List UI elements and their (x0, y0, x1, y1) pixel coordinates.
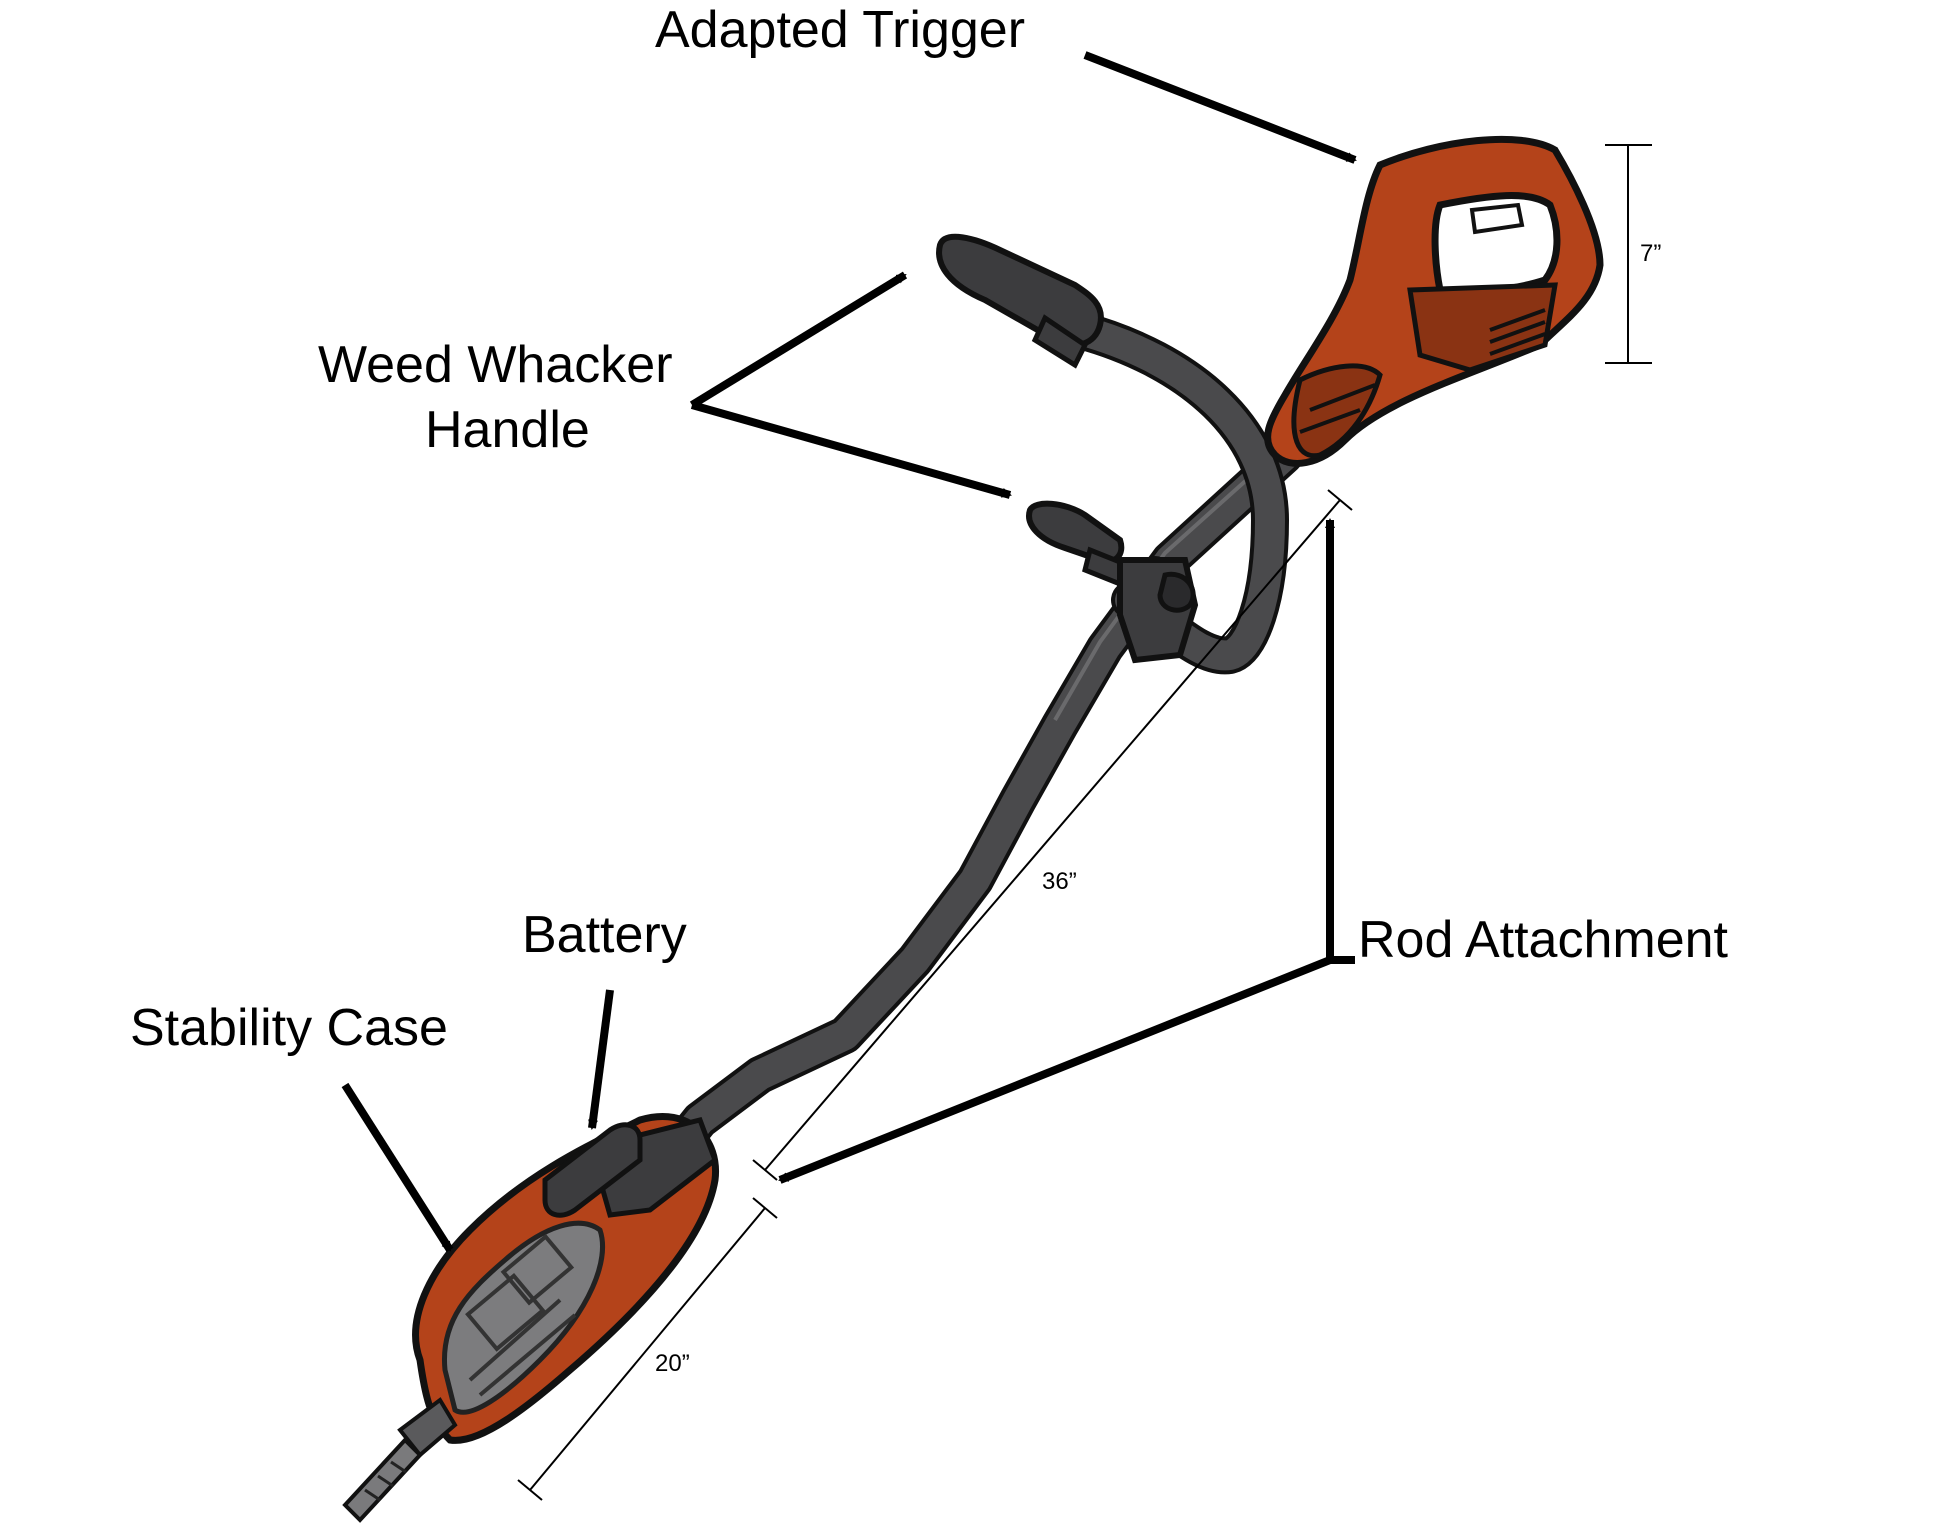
drill-bit (342, 1397, 458, 1523)
main-rod (661, 436, 1304, 1164)
stability-case (412, 1112, 720, 1444)
rod-attachment-arrow-up (1325, 518, 1355, 964)
handle-arrow-upper (689, 271, 908, 409)
weed-whacker-handle-label-line2: Handle (425, 401, 590, 459)
battery-label: Battery (522, 906, 687, 964)
lower-grip (1026, 500, 1199, 664)
adapted-trigger-arrow (1083, 51, 1357, 164)
callout-arrows (341, 51, 1357, 1253)
battery (542, 1122, 643, 1218)
rod-attachment-arrow-down (778, 956, 1332, 1184)
handle-arrow-lower (690, 401, 1012, 499)
weed-whacker-handle-label-line1: Weed Whacker (318, 336, 673, 394)
rod-length-dimension: 36” (1042, 868, 1077, 895)
stability-case-arrow (341, 1082, 454, 1253)
adapted-trigger-housing (1264, 135, 1604, 467)
stability-case-label: Stability Case (130, 999, 448, 1057)
trigger-height-dimension: 7” (1640, 240, 1662, 267)
dimension-lines (517, 144, 1652, 1501)
upper-grip (936, 233, 1104, 369)
adapted-trigger-label: Adapted Trigger (655, 1, 1026, 59)
battery-arrow (588, 989, 614, 1130)
rod-attachment-label: Rod Attachment (1358, 911, 1728, 969)
case-length-dimension: 20” (655, 1350, 690, 1377)
